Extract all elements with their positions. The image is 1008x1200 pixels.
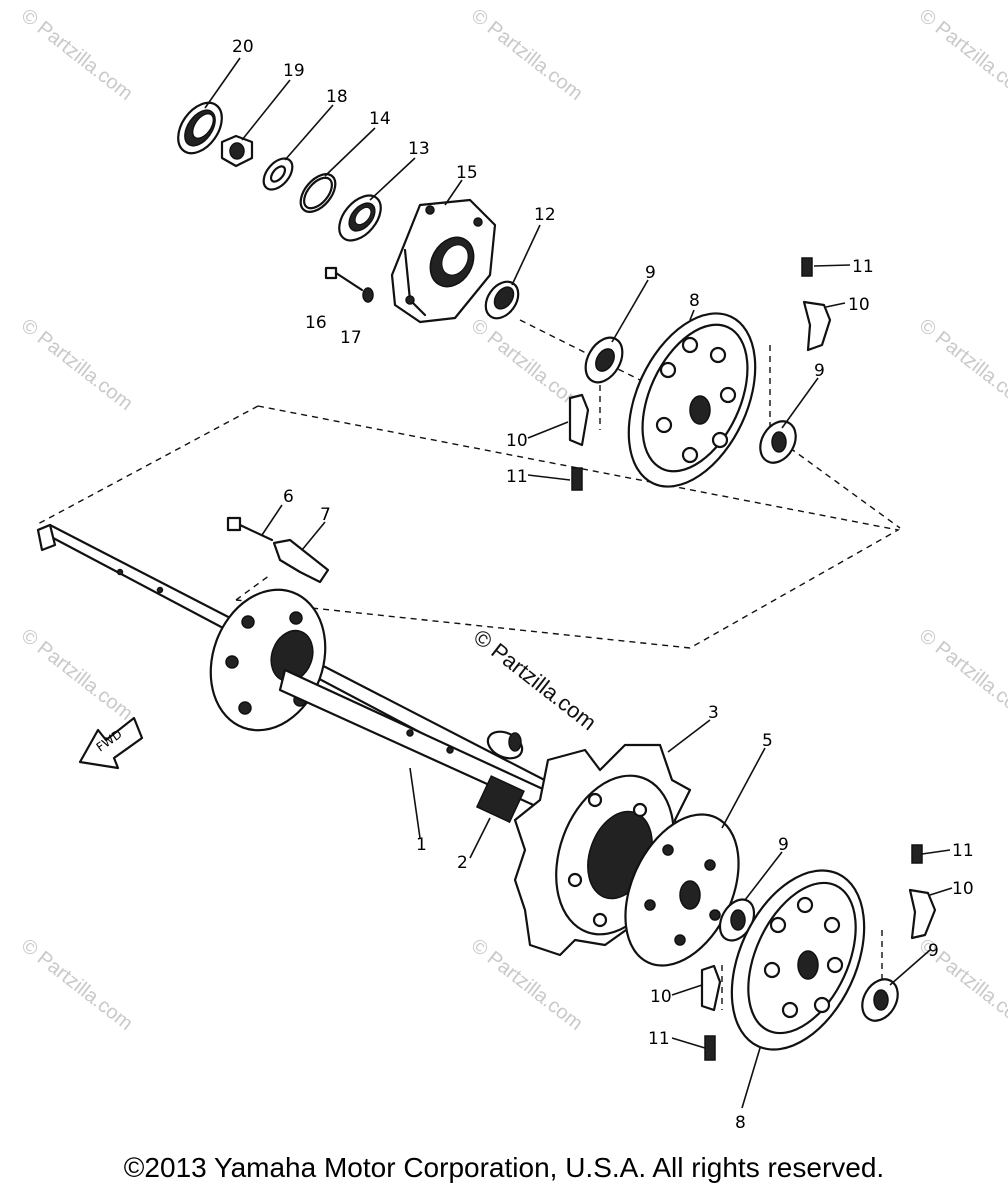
part-labels: 20 19 18 14 13 15 12 16 17 9 8 11 10 9 1… xyxy=(232,37,974,1133)
label-18: 18 xyxy=(326,87,348,107)
part-12-seal xyxy=(484,280,520,320)
spacer xyxy=(486,730,524,760)
watermark: © Partzilla.com xyxy=(17,5,137,105)
watermark: © Partzilla.com xyxy=(915,5,1008,105)
copyright-notice: ©2013 Yamaha Motor Corporation, U.S.A. A… xyxy=(123,1152,885,1183)
part-14-circlip xyxy=(299,173,337,213)
label-11: 11 xyxy=(506,467,528,487)
watermark: © Partzilla.com xyxy=(17,935,137,1035)
part-13-bearing xyxy=(338,194,382,242)
label-10: 10 xyxy=(952,879,974,899)
part-6-bolt xyxy=(226,516,274,542)
parts-diagram: © Partzilla.com © Partzilla.com © Partzi… xyxy=(17,5,1008,1133)
label-13: 13 xyxy=(408,139,430,159)
drive-flange-left xyxy=(209,588,327,732)
watermark: © Partzilla.com xyxy=(467,315,587,415)
label-8: 8 xyxy=(735,1113,746,1133)
watermarks: © Partzilla.com © Partzilla.com © Partzi… xyxy=(17,5,1008,1035)
label-12: 12 xyxy=(534,205,556,225)
label-16: 16 xyxy=(305,313,327,333)
label-11: 11 xyxy=(952,841,974,861)
label-9: 9 xyxy=(928,941,939,961)
watermark: © Partzilla.com xyxy=(467,5,587,105)
label-9: 9 xyxy=(645,263,656,283)
watermark: © Partzilla.com xyxy=(17,315,137,415)
label-14: 14 xyxy=(369,109,391,129)
part-10-bracket-upper-left xyxy=(568,393,590,447)
label-7: 7 xyxy=(320,505,331,525)
part-11-bolt-upper-right xyxy=(801,257,813,277)
part-11-bolt-upper-left xyxy=(571,467,583,491)
label-19: 19 xyxy=(283,61,305,81)
part-16-bolt xyxy=(324,266,364,292)
part-11-bolt-lower-right xyxy=(911,844,923,864)
part-9-bearing-lower-right xyxy=(861,978,899,1022)
part-10-bracket-lower-left xyxy=(700,964,722,1012)
label-10: 10 xyxy=(848,295,870,315)
fwd-arrow-icon: FWD xyxy=(78,716,144,770)
part-9-bearing-upper-right xyxy=(759,420,797,464)
label-10: 10 xyxy=(506,431,528,451)
label-10: 10 xyxy=(650,987,672,1007)
part-8-idler-wheel-lower xyxy=(730,869,866,1051)
watermark: © Partzilla.com xyxy=(467,935,587,1035)
part-2-spline xyxy=(475,775,525,824)
label-9: 9 xyxy=(778,835,789,855)
leader-lines xyxy=(204,57,953,1109)
label-2: 2 xyxy=(457,853,468,873)
label-8: 8 xyxy=(689,291,700,311)
label-17: 17 xyxy=(340,328,362,348)
part-18-washer xyxy=(262,157,294,191)
part-10-bracket-lower-right xyxy=(908,888,937,940)
watermark: © Partzilla.com xyxy=(17,625,137,725)
label-1: 1 xyxy=(416,835,427,855)
center-watermark: © Partzilla.com xyxy=(469,624,601,735)
label-11: 11 xyxy=(648,1029,670,1049)
label-5: 5 xyxy=(762,731,773,751)
part-7-bracket xyxy=(272,538,330,584)
part-20-ring xyxy=(177,101,223,155)
part-10-bracket-upper-right xyxy=(802,300,832,352)
label-9: 9 xyxy=(814,361,825,381)
label-3: 3 xyxy=(708,703,719,723)
part-8-idler-wheel-upper xyxy=(627,312,757,488)
label-20: 20 xyxy=(232,37,254,57)
part-17-washer xyxy=(362,287,374,303)
part-11-bolt-lower-left xyxy=(704,1035,716,1061)
label-15: 15 xyxy=(456,163,478,183)
watermark: © Partzilla.com xyxy=(915,315,1008,415)
watermark: © Partzilla.com xyxy=(915,625,1008,725)
label-6: 6 xyxy=(283,487,294,507)
part-9-bearing-upper-left xyxy=(584,336,624,384)
part-19-nut xyxy=(220,134,254,168)
part-15-housing xyxy=(390,198,497,324)
label-11: 11 xyxy=(852,257,874,277)
assembly-outline xyxy=(35,319,901,1010)
